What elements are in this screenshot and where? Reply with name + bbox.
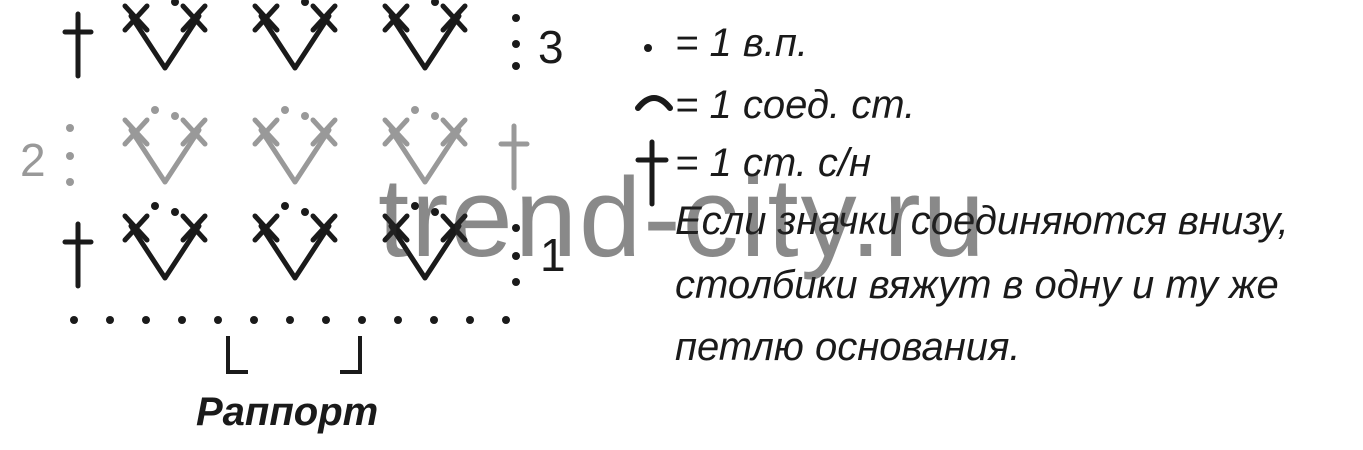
note-line-3: петлю основания.: [675, 325, 1021, 369]
v-stitch-symbol: [388, 223, 462, 281]
cross-mark-right: [440, 3, 468, 33]
double-crochet-symbol: [498, 123, 530, 191]
cross-mark-left: [122, 117, 150, 147]
turning-chain-dot: [66, 124, 74, 132]
foundation-chain-dot: [502, 316, 510, 324]
note-line-1: Если значки соединяются внизу,: [675, 199, 1289, 243]
chain-dot: [431, 112, 439, 120]
turning-chain-dot: [512, 252, 520, 260]
cross-mark-left: [122, 3, 150, 33]
chain-dot: [301, 0, 309, 6]
v-stitch-symbol: [128, 13, 202, 71]
cross-mark-left: [252, 213, 280, 243]
cross-mark-right: [310, 3, 338, 33]
chain-dot: [171, 112, 179, 120]
legend-double-crochet-text: = 1 ст. с/н: [675, 141, 872, 185]
foundation-chain-dot: [70, 316, 78, 324]
v-stitch-symbol: [258, 127, 332, 185]
double-crochet-icon: [635, 139, 669, 207]
chain-dot: [171, 0, 179, 6]
turning-chain-dot: [512, 40, 520, 48]
v-stitch-symbol: [388, 127, 462, 185]
rapport-label: Раппорт: [196, 390, 379, 434]
chain-dot-icon: [644, 44, 652, 52]
cross-mark-right: [440, 117, 468, 147]
row-number-1: 1: [540, 229, 566, 281]
chain-dot: [281, 202, 289, 210]
turning-chain-dot: [512, 14, 520, 22]
foundation-chain-dot: [322, 316, 330, 324]
foundation-chain-dot: [250, 316, 258, 324]
foundation-chain-dot: [214, 316, 222, 324]
v-stitch-symbol: [128, 223, 202, 281]
turning-chain-dot: [512, 224, 520, 232]
foundation-chain-dot: [286, 316, 294, 324]
cross-mark-left: [122, 213, 150, 243]
chain-dot: [411, 202, 419, 210]
chain-dot: [301, 208, 309, 216]
rapport-bracket-right: [340, 336, 362, 374]
foundation-chain-dot: [106, 316, 114, 324]
foundation-chain-dot: [178, 316, 186, 324]
turning-chain-dot: [512, 62, 520, 70]
v-stitch-symbol: [258, 223, 332, 281]
chain-dot: [411, 106, 419, 114]
cross-mark-left: [382, 213, 410, 243]
cross-mark-left: [252, 3, 280, 33]
row-number-3: 3: [538, 21, 564, 73]
cross-mark-right: [310, 213, 338, 243]
cross-mark-left: [252, 117, 280, 147]
double-crochet-symbol: [62, 11, 94, 79]
foundation-chain-dot: [358, 316, 366, 324]
cross-mark-left: [382, 117, 410, 147]
cross-mark-right: [440, 213, 468, 243]
chain-dot: [281, 106, 289, 114]
chain-dot: [301, 112, 309, 120]
double-crochet-symbol: [62, 221, 94, 289]
legend-chain-text: = 1 в.п.: [675, 21, 808, 65]
v-stitch-symbol: [258, 13, 332, 71]
turning-chain-dot: [512, 278, 520, 286]
cross-mark-left: [382, 3, 410, 33]
turning-chain-dot: [66, 178, 74, 186]
foundation-chain-dot: [430, 316, 438, 324]
foundation-chain-dot: [466, 316, 474, 324]
chain-dot: [431, 208, 439, 216]
cross-mark-right: [180, 3, 208, 33]
cross-mark-right: [310, 117, 338, 147]
turning-chain-dot: [66, 152, 74, 160]
row-number-2: 2: [20, 134, 46, 186]
chain-dot: [151, 202, 159, 210]
rapport-bracket-left: [226, 336, 248, 374]
chain-dot: [171, 208, 179, 216]
watermark: trend-city.ru: [378, 155, 987, 280]
chain-dot: [151, 106, 159, 114]
v-stitch-symbol: [388, 13, 462, 71]
note-line-2: столбики вяжут в одну и ту же: [675, 263, 1279, 307]
cross-mark-right: [180, 213, 208, 243]
chain-dot: [431, 0, 439, 6]
foundation-chain-dot: [142, 316, 150, 324]
foundation-chain-dot: [394, 316, 402, 324]
slip-stitch-arc-icon: [635, 95, 673, 111]
v-stitch-symbol: [128, 127, 202, 185]
cross-mark-right: [180, 117, 208, 147]
legend-slip-stitch-text: = 1 соед. ст.: [675, 83, 916, 127]
